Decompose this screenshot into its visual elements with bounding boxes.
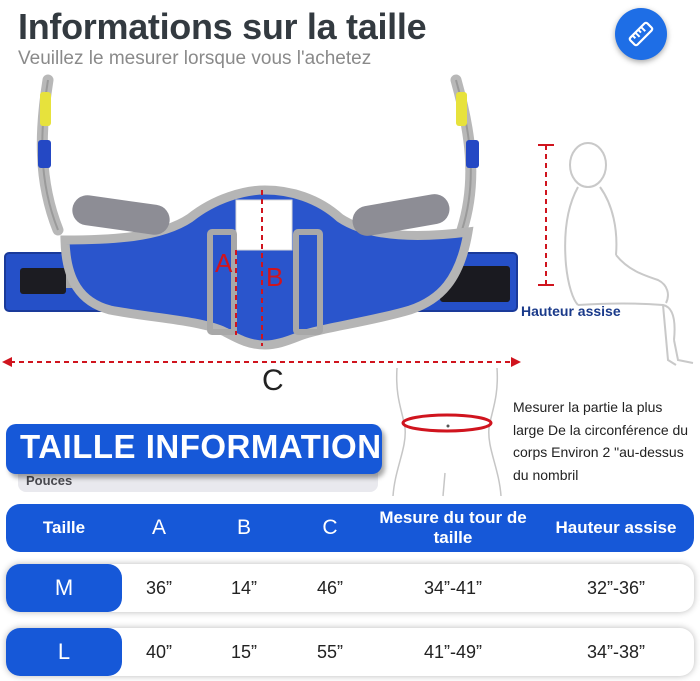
cell-waist: 41”-49” xyxy=(423,641,483,662)
waist-measure-illustration xyxy=(392,368,502,497)
dimension-a-label: A xyxy=(215,248,233,278)
size-info-banner: TAILLE INFORMATION xyxy=(6,424,382,474)
seat-height-label: Hauteur assise xyxy=(521,303,621,319)
cell-seat-height: 32”-36” xyxy=(586,577,646,598)
table-row: M 36” 14” 46” 34”-41” 32”-36” xyxy=(6,564,694,612)
size-cell: L xyxy=(6,628,122,676)
table-row: L 40” 15” 55” 41”-49” 34”-38” xyxy=(6,628,694,676)
sling-illustration xyxy=(2,74,521,367)
cell-a: 40” xyxy=(145,641,172,662)
header-b: B xyxy=(236,516,251,539)
banner-title: TAILLE INFORMATION xyxy=(20,428,382,465)
cell-c: 55” xyxy=(316,641,343,662)
table-header-row: Taille A B C Mesure du tour de taille Ha… xyxy=(6,504,694,552)
dimension-c-label: C xyxy=(262,364,284,397)
cell-c: 46” xyxy=(316,577,343,598)
cell-b: 14” xyxy=(230,577,257,598)
cell-waist: 34”-41” xyxy=(423,577,483,598)
header-taille: Taille xyxy=(42,518,86,537)
cell-a: 36” xyxy=(145,577,172,598)
units-strip: Pouces xyxy=(18,470,378,492)
header-seat-height: Hauteur assise xyxy=(555,518,677,537)
page-title: Informations sur la taille xyxy=(18,6,427,47)
ruler-icon xyxy=(615,8,667,60)
cell-b: 15” xyxy=(230,641,257,662)
size-cell: M xyxy=(6,564,122,612)
waist-measure-note: Mesurer la partie la plus large De la ci… xyxy=(513,399,689,483)
cell-seat-height: 34”-38” xyxy=(586,641,646,662)
header-waist: Mesure du tour de taille xyxy=(379,508,527,547)
header-a: A xyxy=(151,516,166,539)
dimension-b-label: B xyxy=(266,262,284,292)
header-c: C xyxy=(322,516,338,539)
seated-person-illustration xyxy=(538,142,694,366)
page-subtitle: Veuillez le mesurer lorsque vous l'achet… xyxy=(18,48,372,69)
units-label: Pouces xyxy=(26,473,73,488)
